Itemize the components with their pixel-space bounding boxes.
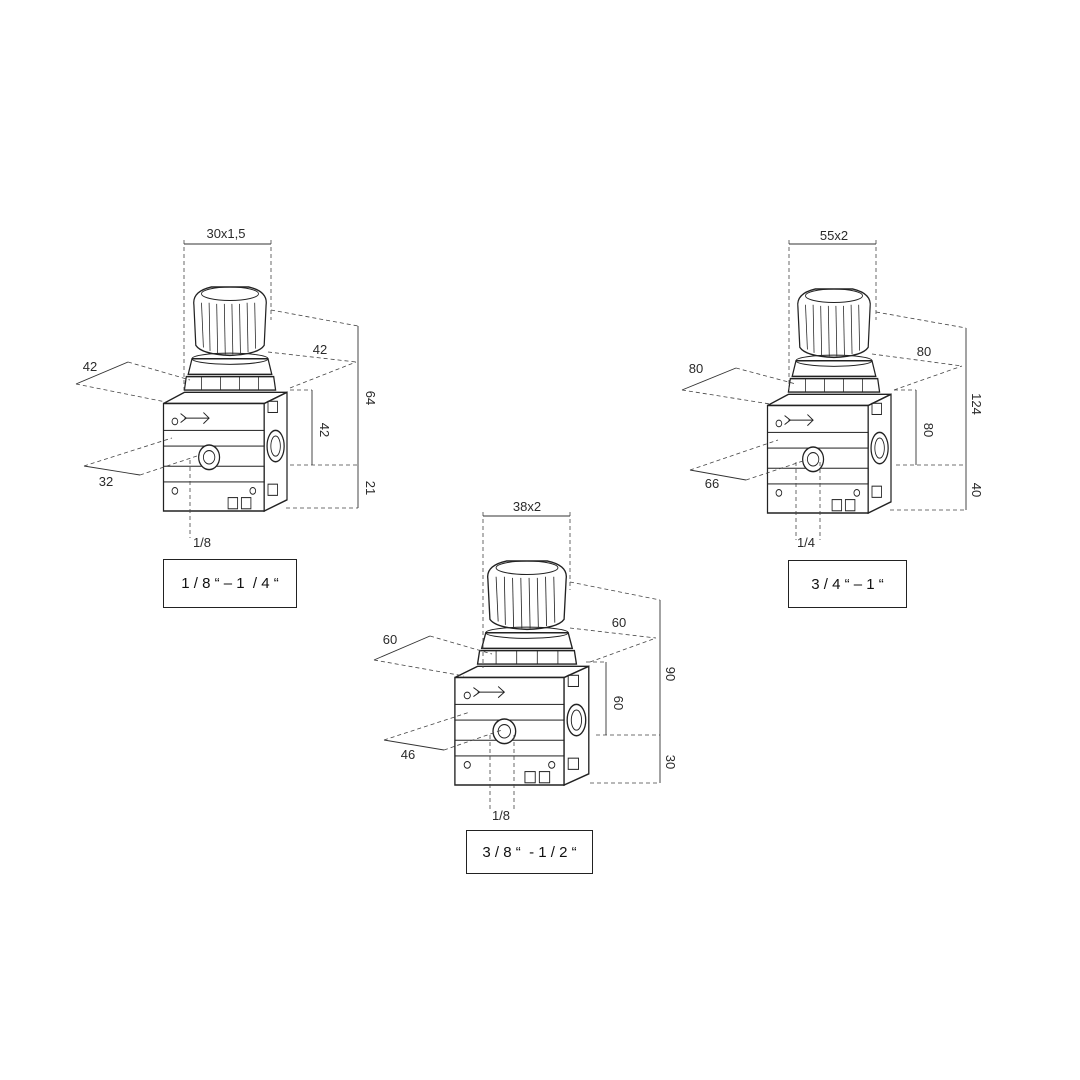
port-offset-label: 46 [401,747,415,762]
size-label-large: 3 / 4 “ – 1 “ [788,560,907,608]
port-offset-label: 66 [705,476,719,491]
total-height-lower-label: 21 [363,481,378,495]
gauge-port-label: 1/8 [492,808,510,823]
body-depth-label: 80 [917,344,931,359]
size-label-small: 1 / 8 “ – 1 / 4 “ [163,559,297,608]
body-depth-label: 60 [612,615,626,630]
total-height-upper-label: 124 [969,393,984,415]
body-width-label: 80 [689,361,703,376]
knob-thread-label: 38x2 [513,499,541,514]
regulator-small: 30x1,5 42 42 42 32 64 21 1/8 [75,226,378,550]
body-depth-label: 42 [313,342,327,357]
total-height-lower-label: 30 [663,755,678,769]
total-height-upper-label: 64 [363,391,378,405]
body-width-label: 42 [83,359,97,374]
knob-thread-label: 30x1,5 [206,226,245,241]
total-height-upper-label: 90 [663,667,678,681]
port-offset-label: 32 [99,474,113,489]
size-label-medium: 3 / 8 “ - 1 / 2 “ [466,830,593,874]
regulator-large: 55x2 80 80 80 66 124 40 1/4 [681,228,984,550]
body-height-label: 42 [317,423,332,437]
body-height-label: 60 [611,696,626,710]
gauge-port-label: 1/8 [193,535,211,550]
knob-thread-label: 55x2 [820,228,848,243]
body-height-label: 80 [921,423,936,437]
total-height-lower-label: 40 [969,483,984,497]
body-width-label: 60 [383,632,397,647]
regulator-medium: 38x2 60 60 60 46 90 30 1/8 [373,499,678,823]
gauge-port-label: 1/4 [797,535,815,550]
